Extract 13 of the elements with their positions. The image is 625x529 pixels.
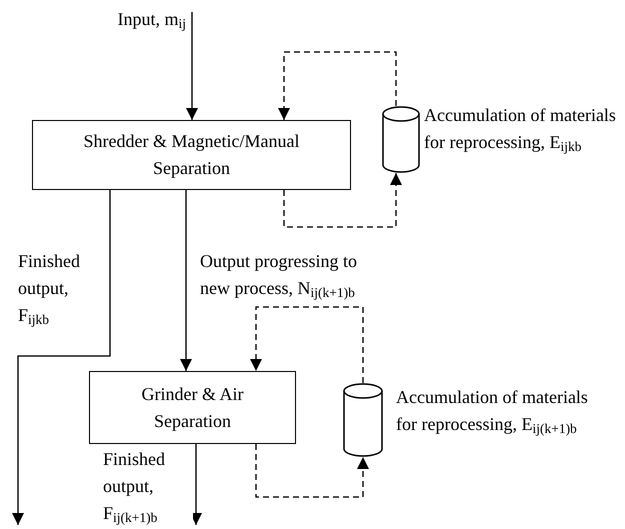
dashed-arrow: [255, 444, 369, 498]
dashed-arrow: [283, 173, 402, 228]
arrow: [180, 190, 192, 371]
storage-cylinder: [343, 383, 383, 457]
arrow: [12, 190, 111, 525]
arrow: [186, 12, 198, 120]
process-box: Grinder & Air Separation: [89, 371, 296, 444]
storage-caption: Accumulation of materials for reprocessing, E$_{ijkb}$: [424, 104, 617, 156]
process-box: Shredder & Magnetic/Manual Separation: [32, 120, 351, 190]
dashed-arrow: [278, 51, 397, 120]
storage-cylinder: [382, 106, 420, 173]
dashed-arrow: [250, 306, 364, 383]
storage-caption: Accumulation of materials for reprocessing, E$_{ij(k+1)b}$: [396, 386, 589, 438]
